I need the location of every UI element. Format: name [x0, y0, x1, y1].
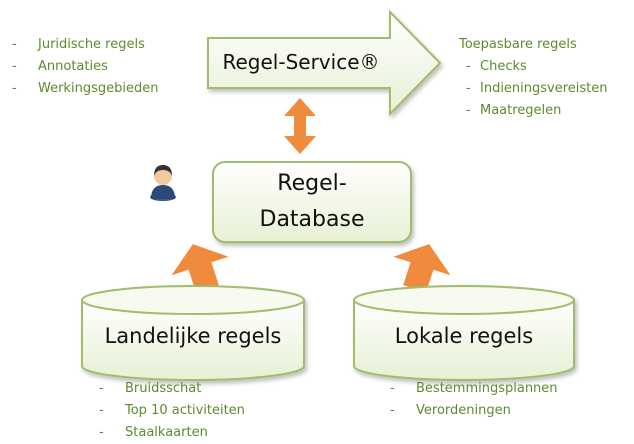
regel-service-arrow	[207, 9, 442, 117]
list-item: -Juridische regels	[12, 37, 145, 52]
inputs-list: -Juridische regels -Annotaties -Werkings…	[12, 34, 158, 100]
list-item: -Werkingsgebieden	[12, 81, 159, 96]
list-item: -Bestemmingsplannen	[390, 381, 558, 396]
list-item: -Checks	[466, 59, 527, 74]
landelijke-items-list: -Bruidsschat -Top 10 activiteiten -Staal…	[99, 378, 245, 444]
arrow-landelijke-to-database	[171, 244, 229, 293]
list-item: -Indieningsvereisten	[466, 81, 608, 96]
regel-database-label-line2: Database	[259, 207, 365, 232]
list-item: -Top 10 activiteiten	[99, 403, 245, 418]
outputs-list: -Checks -Indieningsvereisten -Maatregele…	[466, 56, 608, 122]
arrow-lokale-to-database	[393, 244, 451, 293]
landelijke-regels-label: Landelijke regels	[104, 324, 282, 348]
list-item: -Verordeningen	[390, 403, 511, 418]
lokale-regels-cylinder	[353, 285, 575, 381]
list-item: -Bruidsschat	[99, 381, 202, 396]
regel-database-box	[212, 161, 412, 243]
outputs-title: Toepasbare regels	[459, 37, 577, 52]
regel-database-label-line1: Regel-	[277, 171, 347, 196]
bidirectional-arrow	[284, 98, 316, 154]
lokale-regels-label: Lokale regels	[394, 324, 534, 348]
user-icon	[150, 165, 176, 201]
list-item: -Staalkaarten	[99, 425, 208, 440]
lokale-items-list: -Bestemmingsplannen -Verordeningen	[390, 378, 558, 422]
list-item: -Annotaties	[12, 59, 108, 74]
list-item: -Maatregelen	[466, 103, 562, 118]
regel-service-label: Regel-Service®	[222, 50, 380, 74]
landelijke-regels-cylinder	[81, 285, 305, 381]
